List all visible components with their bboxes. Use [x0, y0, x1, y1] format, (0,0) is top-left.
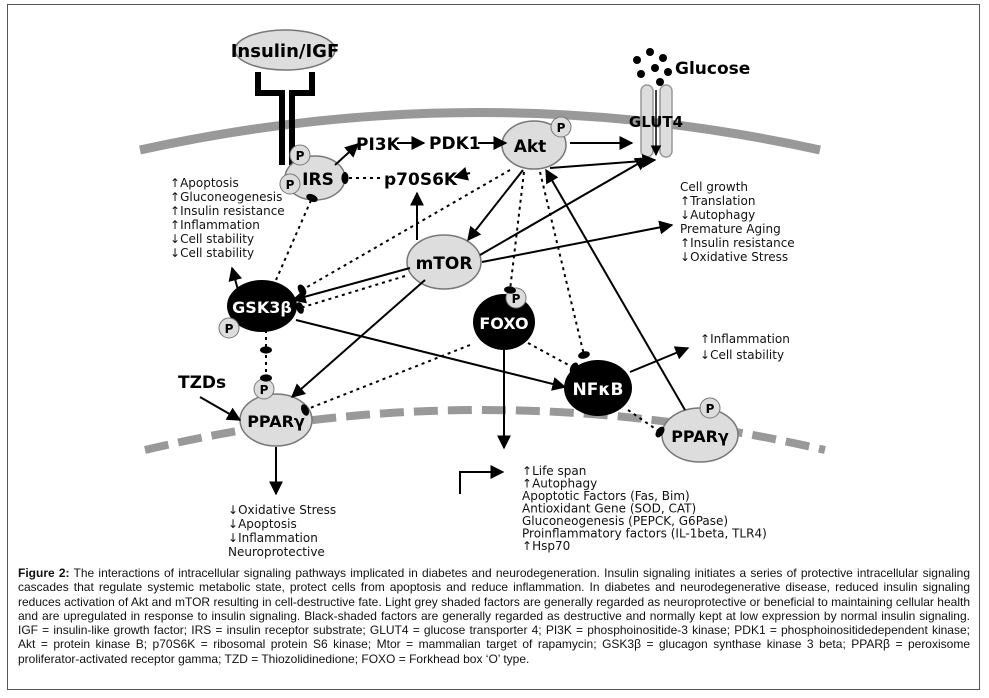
foxo-node — [473, 294, 535, 350]
irs-label: IRS — [302, 170, 334, 190]
gsk3b-phospho-label: P — [225, 322, 234, 336]
glucose-dots — [633, 48, 672, 86]
gsk3b-phospho — [218, 317, 240, 339]
irs-phospho-top — [289, 144, 311, 166]
pdk1-label: PDK1 — [429, 134, 481, 154]
effects-right-top: Cell growth ↑Translation ↓Autophagy Prem… — [680, 180, 799, 264]
mtor-label: mTOR — [416, 254, 473, 274]
insulin-receptor — [255, 72, 315, 165]
effects-foxo: ↑Life span ↑Autophagy Apoptotic Factors … — [522, 464, 771, 553]
caption-text: The interactions of intracellular signal… — [18, 566, 970, 666]
signaling-diagram: Insulin/IGF Glucose GLUT4 PI3K PDK1 p70S… — [139, 29, 826, 559]
figure-frame — [7, 4, 980, 690]
ppar-right-label: PPARγ — [671, 427, 729, 446]
glucose-label: Glucose — [675, 59, 750, 79]
glut4-node — [640, 84, 673, 158]
mtor-node — [406, 234, 482, 290]
cell-membrane — [139, 108, 821, 155]
irs-phospho-bottom — [279, 173, 301, 195]
foxo-label: FOXO — [479, 314, 528, 333]
p70s6k-label: p70S6K — [384, 170, 458, 190]
caption-label: Figure 2: — [18, 566, 70, 580]
ppar-left-phospho-label: P — [260, 383, 269, 397]
gsk3b-node — [227, 280, 297, 332]
effects-ppar: ↓Oxidative Stress ↓Apoptosis ↓Inflammati… — [228, 503, 340, 559]
ppar-left-label: PPARγ — [247, 412, 305, 431]
foxo-phospho-label: P — [512, 292, 521, 306]
tzds-label: TZDs — [178, 373, 226, 393]
akt-label: Akt — [514, 137, 547, 157]
ppar-right-phospho — [699, 397, 721, 419]
gsk3b-label: GSK3β — [232, 298, 292, 317]
effects-left: ↑Apoptosis ↑Gluconeogenesis ↑Insulin res… — [170, 176, 289, 260]
akt-phospho — [550, 116, 572, 138]
nfkb-label: NFκB — [573, 380, 624, 400]
figure-caption: Figure 2: The interactions of intracellu… — [18, 566, 970, 666]
effects-nfkb: ↑Inflammation ↓Cell stability — [700, 332, 794, 362]
glut4-label: GLUT4 — [629, 113, 683, 131]
insulin-igf-node — [234, 29, 336, 71]
pi3k-label: PI3K — [356, 135, 401, 155]
irs-phospho-top-label: P — [296, 149, 305, 163]
transcription-arrow — [459, 465, 505, 494]
nfkb-node — [564, 360, 632, 416]
irs-phospho-bottom-label: P — [286, 178, 295, 192]
activation-arrows — [199, 136, 690, 496]
ppar-right-phospho-label: P — [706, 402, 715, 416]
insulin-igf-label: Insulin/IGF — [231, 41, 340, 62]
akt-phospho-label: P — [557, 121, 566, 135]
inhibition-lines — [260, 169, 665, 438]
